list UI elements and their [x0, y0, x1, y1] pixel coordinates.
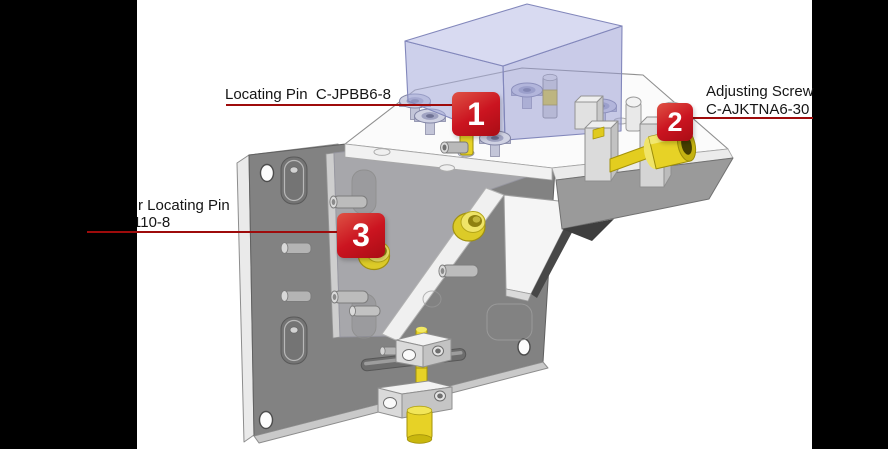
callout-1-label: Locating Pin C-JPBB6-8 — [225, 86, 391, 103]
callout-2-leader-line — [693, 117, 813, 119]
callout-1-badge: 1 — [452, 92, 500, 136]
left-black-bar — [0, 0, 137, 449]
counterbore — [439, 164, 455, 172]
ghost-hole — [422, 290, 442, 308]
callout-3-label-line2: 110-8 — [133, 214, 171, 231]
callout-3-label-line1: r Locating Pin — [138, 197, 230, 214]
bushing — [452, 211, 486, 242]
callout-2-badge: 2 — [657, 103, 693, 141]
swing-pin-assembly — [377, 326, 453, 444]
corner-hole — [258, 410, 274, 430]
set-screw — [625, 96, 642, 132]
callout-2-label-line2: C-AJKTNA6-30 — [706, 101, 810, 118]
corner-hole — [259, 163, 275, 183]
pocket-outline — [486, 303, 533, 341]
upper-clamp-block — [395, 332, 452, 368]
pin-tip — [406, 405, 433, 444]
mount-slot — [280, 316, 308, 365]
side-pin — [280, 290, 312, 302]
corner-hole — [517, 338, 531, 356]
dowel-pin — [440, 141, 469, 154]
counterbore — [373, 148, 391, 156]
callout-3-leader-line — [87, 231, 338, 233]
callout-1-leader-line — [226, 104, 452, 106]
mount-slot — [280, 156, 308, 205]
right-black-bar — [812, 0, 888, 449]
clamp-screws — [329, 195, 479, 317]
callout-3-badge: 3 — [337, 213, 385, 258]
side-stub — [379, 346, 399, 356]
clamp-block — [584, 120, 619, 182]
side-pin — [280, 242, 312, 254]
callout-2-label-line1: Adjusting Screw — [706, 83, 814, 100]
